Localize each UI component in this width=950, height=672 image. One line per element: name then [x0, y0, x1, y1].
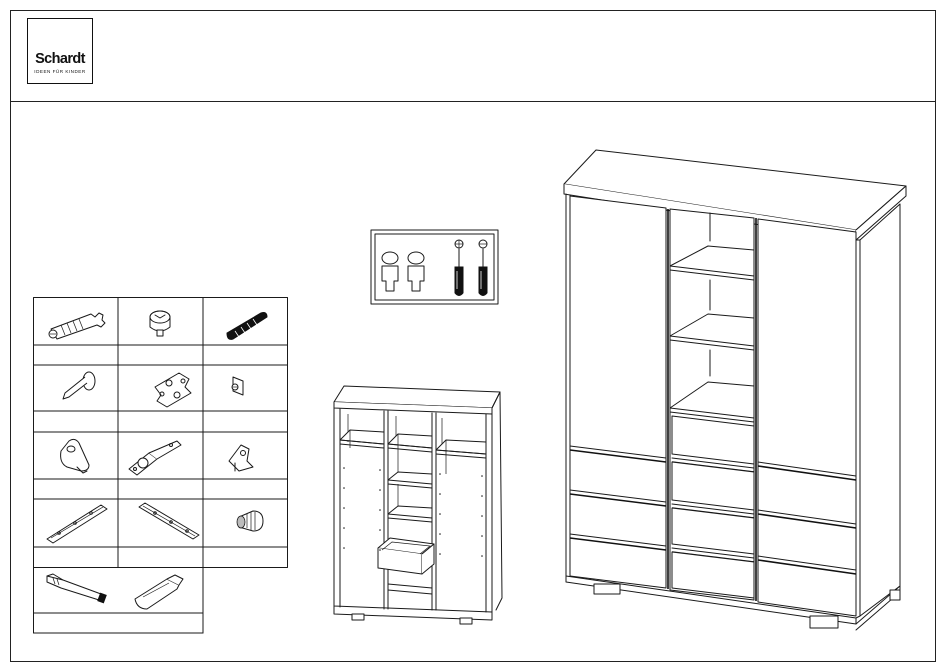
person-icon [382, 252, 398, 291]
cam-bolt-icon [49, 313, 105, 339]
glue-tube-icon [135, 575, 183, 609]
cam-lock-icon [150, 311, 170, 336]
knob-icon [237, 511, 263, 531]
hardware-parts-grid [33, 297, 289, 635]
shelf-support-icon [61, 439, 89, 473]
brand-name: Schardt [28, 52, 92, 67]
person-icon [408, 252, 424, 291]
small-screw-bracket-icon [232, 377, 243, 395]
brand-tagline: IDEEN FÜR KINDER [28, 70, 92, 75]
open-cabinet-carcass-drawing [330, 378, 510, 624]
wooden-dowel-icon [227, 313, 267, 340]
header-divider [10, 101, 936, 102]
tools-panel [370, 229, 500, 305]
concealed-hinge-icon [129, 441, 181, 475]
phillips-screwdriver-icon [455, 240, 463, 296]
drawer-rail-left-icon [47, 505, 107, 543]
brand-logo: Schardt IDEEN FÜR KINDER [27, 18, 93, 84]
hinge-plate-icon [155, 373, 191, 407]
screwdriver-bit-icon [47, 574, 106, 603]
nail-icon [63, 372, 95, 399]
drawer-rail-right-icon [139, 503, 199, 539]
assembled-wardrobe-drawing [560, 146, 910, 636]
corner-connector-icon [229, 445, 253, 471]
flat-screwdriver-icon [479, 240, 487, 296]
